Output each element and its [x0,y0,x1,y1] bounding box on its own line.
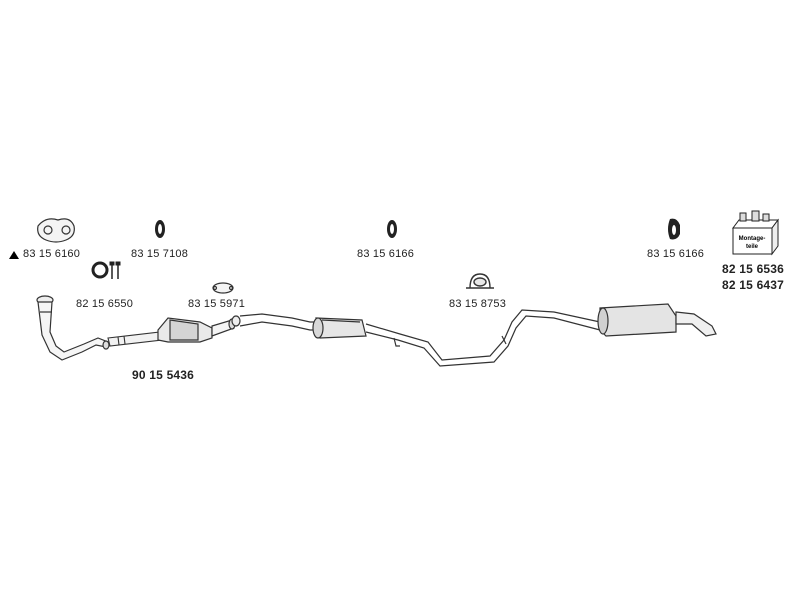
part-number-gasket-cat: 83 15 5971 [188,298,246,310]
part-number-kit-b: 82 15 6437 [722,278,785,292]
kit-box-text-2: teile [746,244,759,250]
kit-box-text-1: Montage- [739,236,766,242]
part-number-clamp: 83 15 8753 [449,298,507,310]
front-pipe [36,295,110,361]
marker-triangle-icon [9,251,19,259]
rear-silencer [597,303,717,337]
u-clamp-icon [466,273,494,289]
part-number-gasket-front: 83 15 6160 [23,248,81,260]
part-number-hanger-rear: 83 15 6166 [647,248,705,260]
rear-pipe [365,309,601,367]
sealing-ring-icon [91,261,109,279]
part-number-front-pipe: 90 15 5436 [132,368,195,382]
catalytic-converter [157,317,236,343]
rubber-hanger-icon-2 [387,220,397,238]
intermediate-pipe [231,313,316,331]
rubber-hanger-icon-1 [155,220,165,238]
part-number-ring-bolts: 82 15 6550 [76,298,134,310]
middle-silencer [312,317,367,339]
part-number-hanger-front: 83 15 7108 [131,248,189,260]
part-number-hanger-mid: 83 15 6166 [357,248,415,260]
flange-gasket-icon [37,218,75,243]
bolt-icon [109,261,121,279]
part-number-kit-a: 82 15 6536 [722,262,785,276]
rubber-hanger-icon-3 [668,218,680,240]
oval-gasket-icon [212,282,234,294]
flex-connector [107,331,163,347]
mounting-parts-box-icon [732,210,779,256]
